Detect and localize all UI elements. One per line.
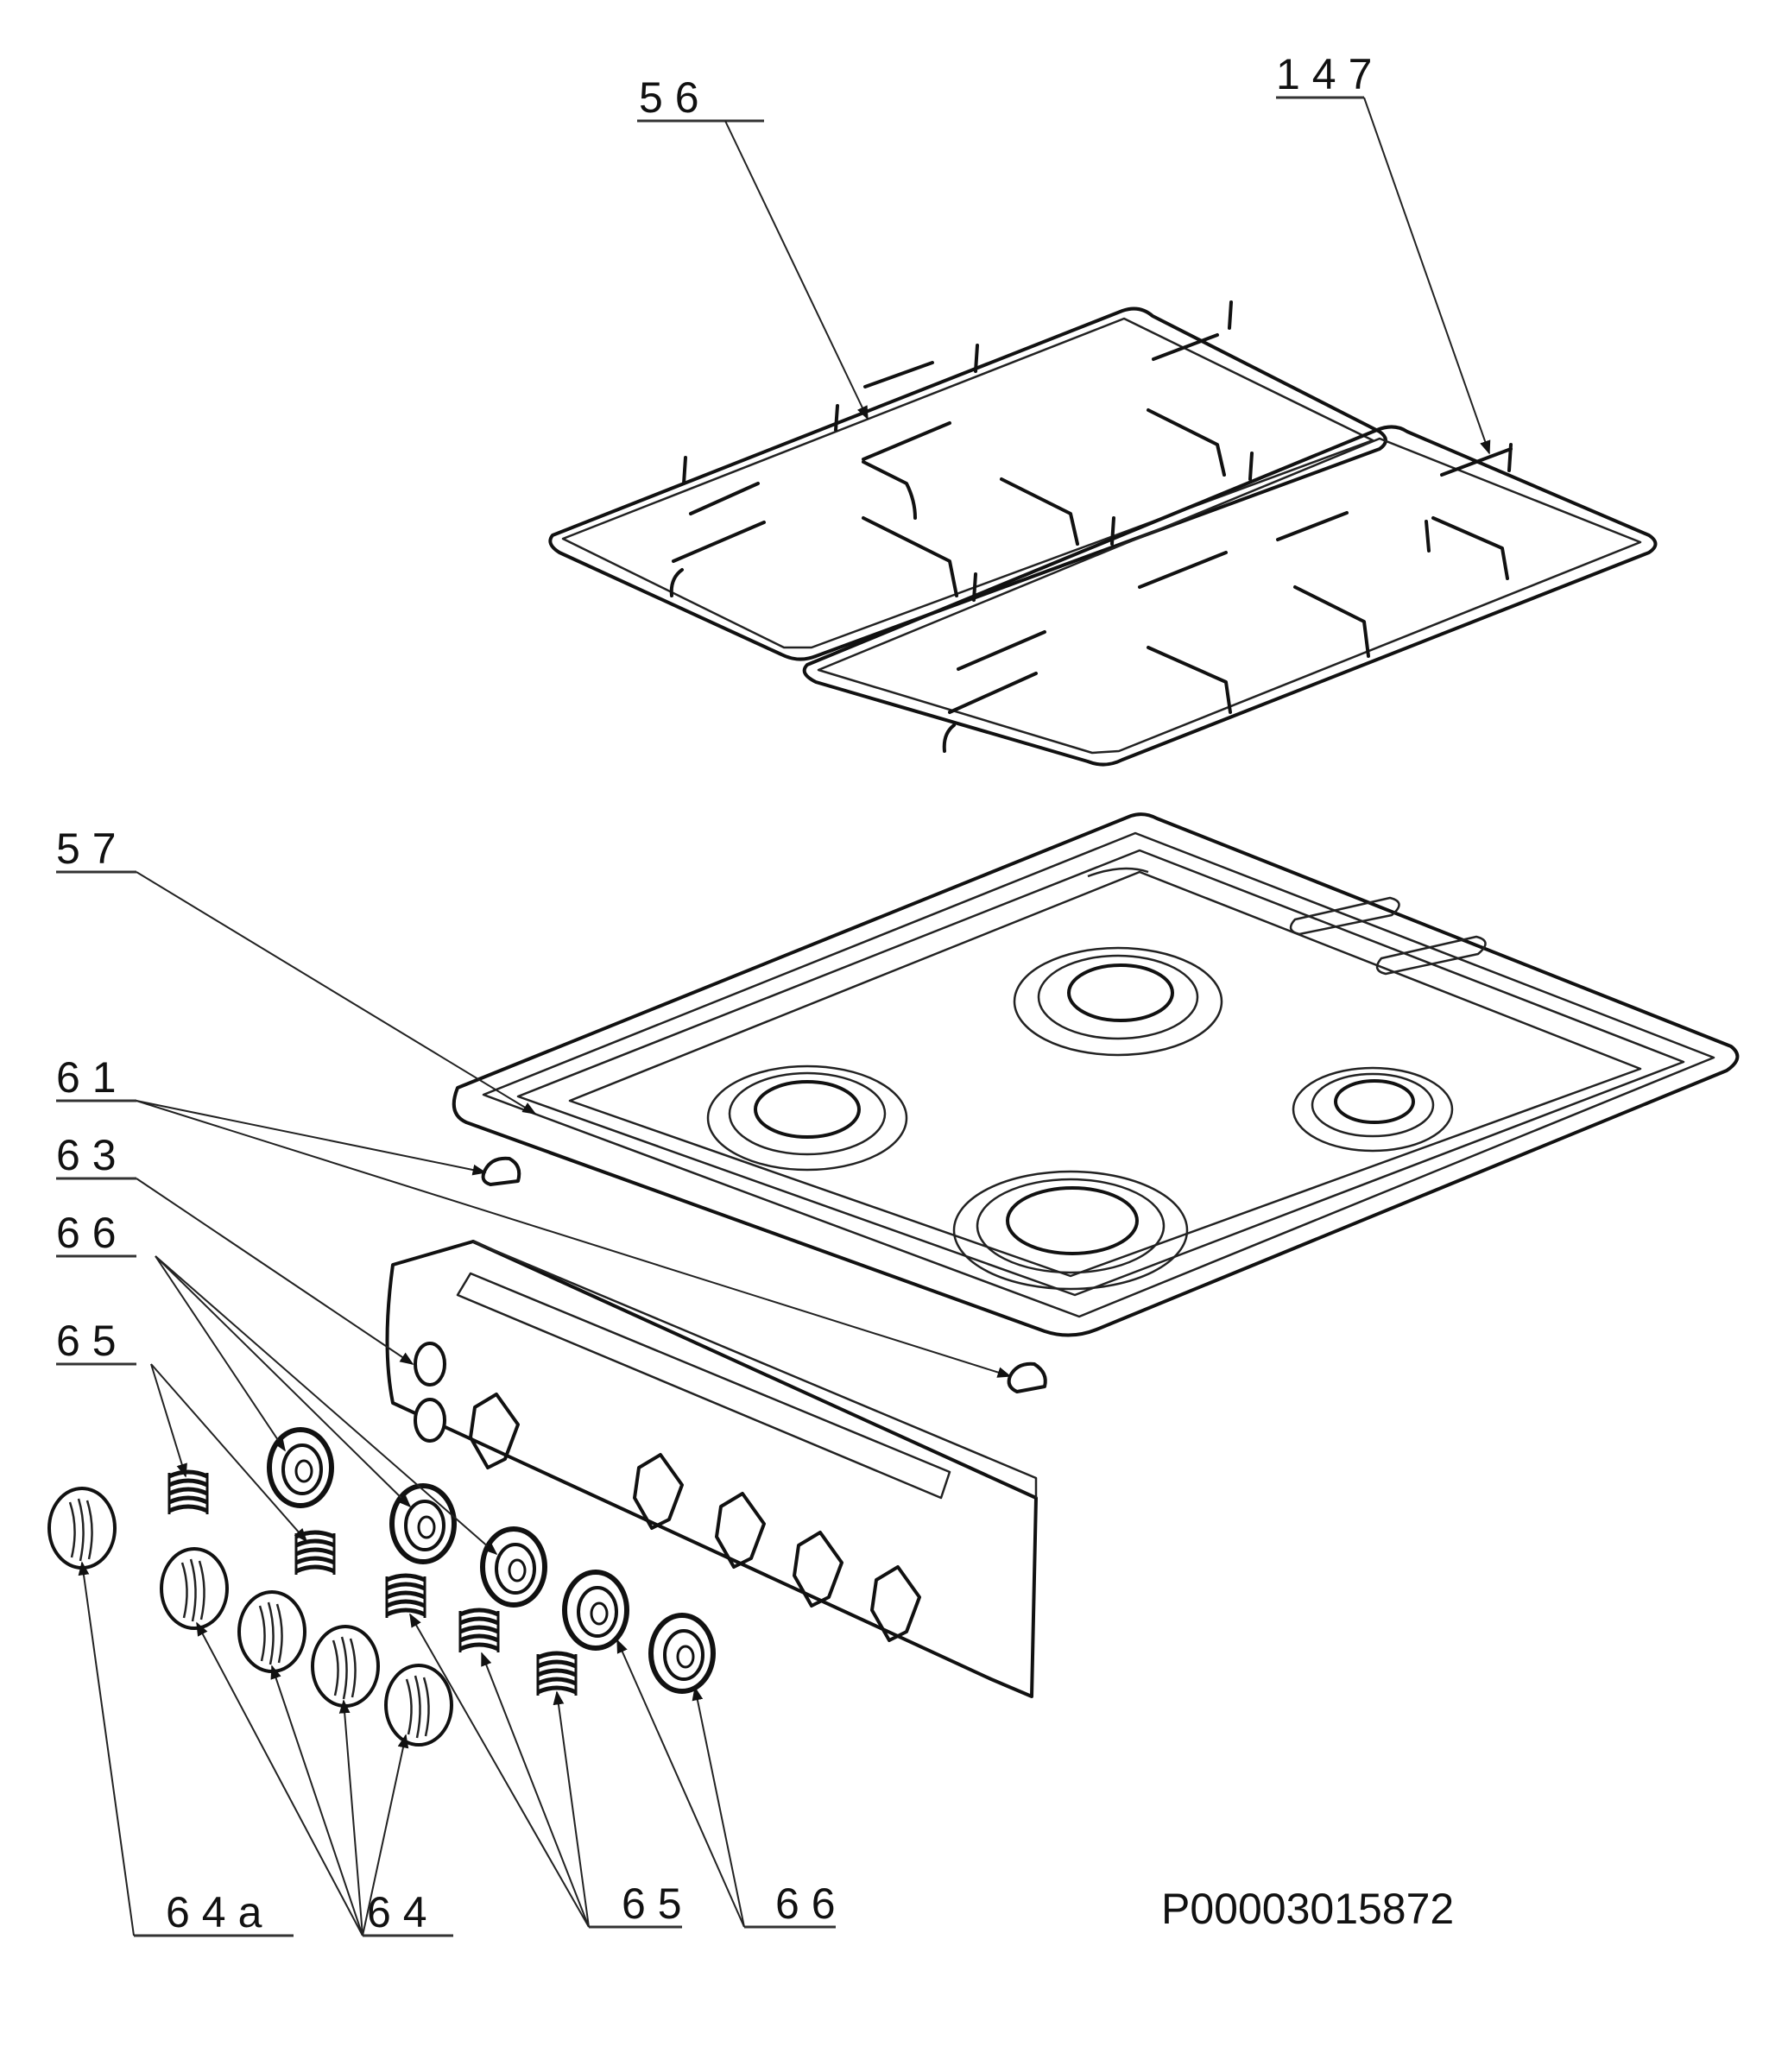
spring-65-1	[169, 1472, 207, 1514]
bezel-66-4	[565, 1572, 627, 1648]
hob-top-panel	[452, 812, 1740, 1337]
label-66-bottom: 66	[775, 1879, 848, 1928]
pan-support-right	[802, 425, 1658, 767]
label-66-top: 66	[56, 1209, 129, 1257]
label-61: 61	[56, 1053, 129, 1102]
knob-64-3	[311, 1625, 380, 1708]
bezel-66-3	[483, 1529, 545, 1605]
control-panel	[385, 1240, 1038, 1698]
label-56: 56	[639, 73, 711, 122]
burner-front-right	[952, 1170, 1189, 1291]
burner-rear-right	[1292, 1066, 1454, 1153]
pan-support-left	[548, 300, 1387, 661]
knob-64-1	[160, 1547, 229, 1630]
label-147: 147	[1276, 50, 1384, 98]
burner-rear-left	[1013, 946, 1223, 1057]
label-64a: 64a	[166, 1888, 274, 1936]
knob-64-4	[384, 1664, 453, 1747]
hinge-clip-left	[481, 1156, 521, 1186]
spring-65-4	[460, 1610, 498, 1652]
spring-65-3	[387, 1576, 425, 1618]
burner-front-left	[706, 1064, 908, 1172]
spring-65-5	[538, 1653, 576, 1696]
label-65-top: 65	[56, 1317, 129, 1365]
label-57: 57	[56, 824, 129, 873]
knob-64-2	[237, 1590, 306, 1673]
knob-64a	[47, 1487, 117, 1570]
leader-lines	[56, 96, 1491, 1937]
spring-65-2	[296, 1532, 334, 1575]
part-number: P00003015872	[1161, 1885, 1454, 1933]
label-63: 63	[56, 1131, 129, 1179]
hinge-clip-right	[1007, 1361, 1047, 1393]
label-65-bottom: 65	[622, 1879, 694, 1928]
label-64: 64	[367, 1888, 439, 1936]
bezel-66-5	[651, 1615, 713, 1691]
